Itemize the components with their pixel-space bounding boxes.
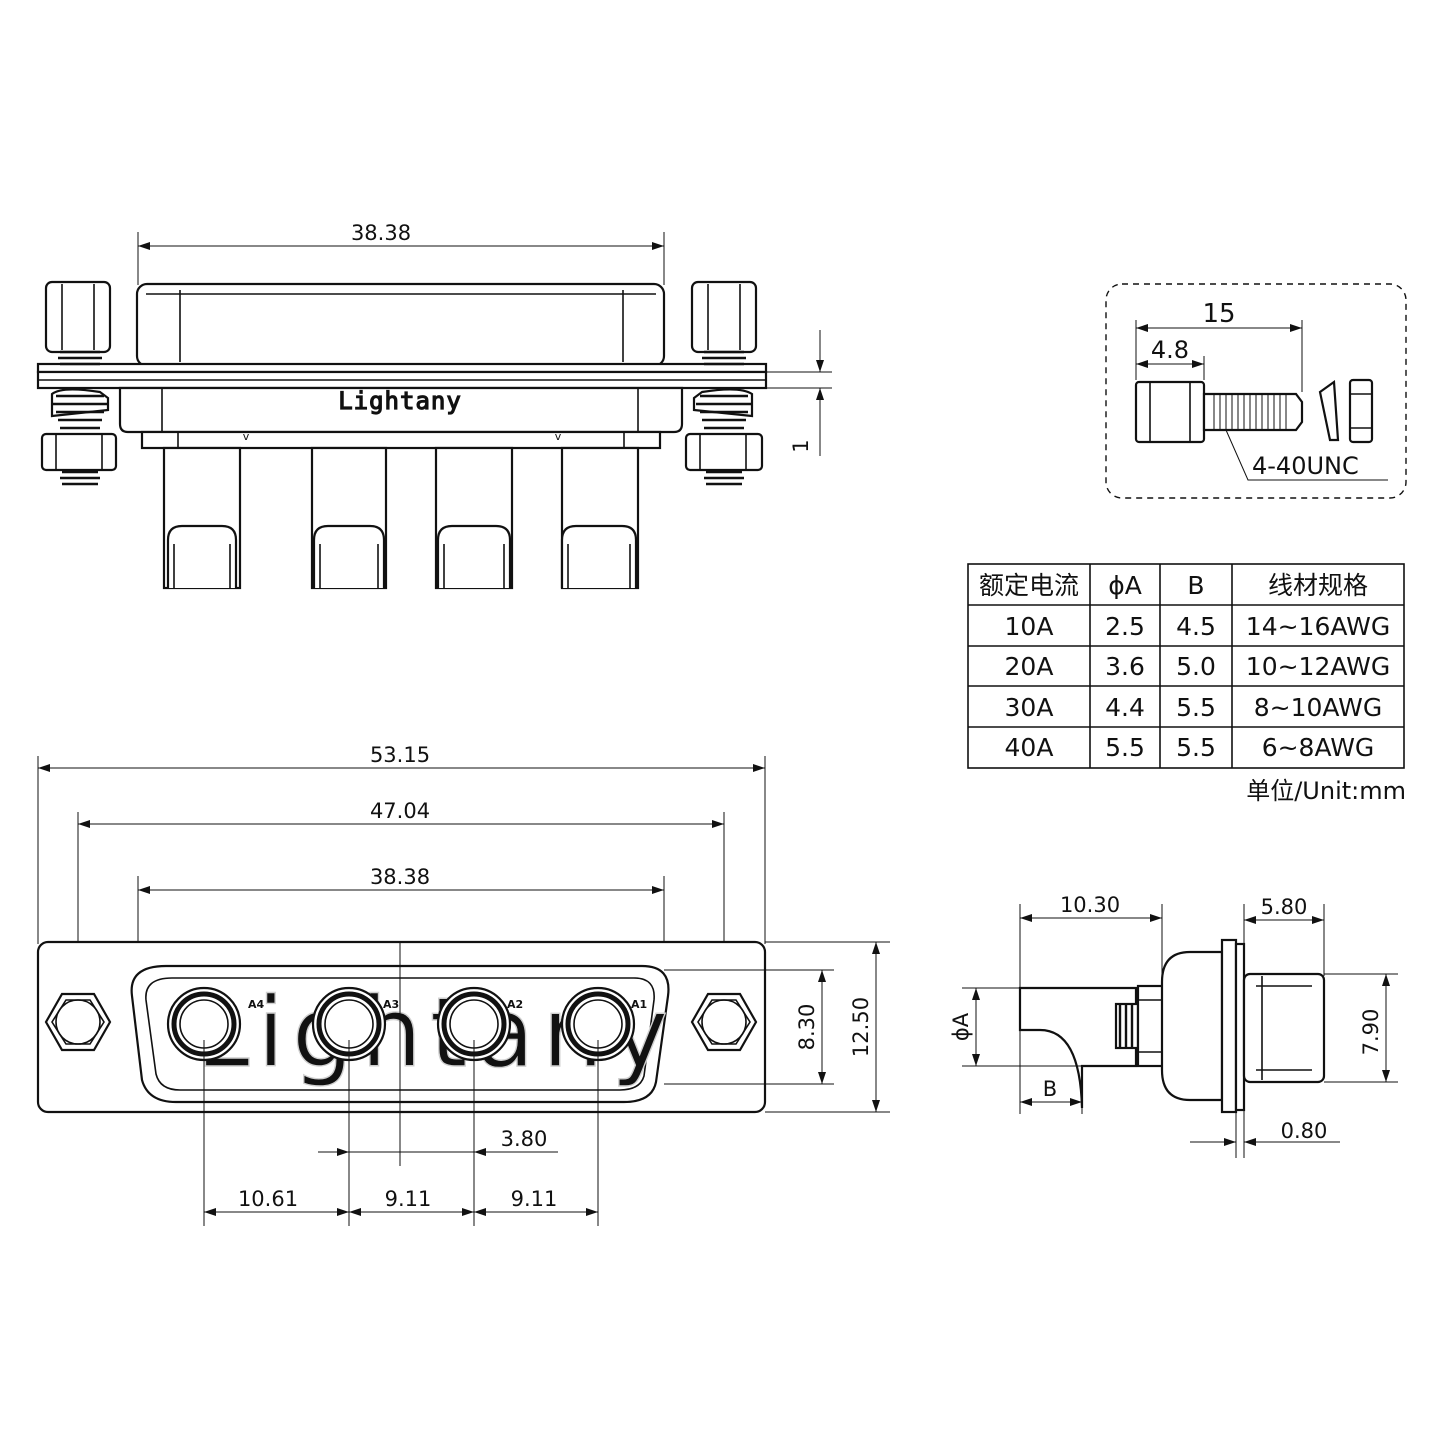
table-header: 额定电流 (979, 571, 1079, 600)
table-cell: 14~16AWG (1246, 612, 1390, 641)
svg-text:v: v (555, 430, 562, 443)
pin-label: A3 (383, 998, 399, 1011)
pitch-dim: 9.11 (385, 1187, 432, 1211)
overall-height-dim: 12.50 (849, 997, 873, 1057)
nut-width-dim: 5.80 (1261, 895, 1308, 919)
table-cell: 4.4 (1105, 693, 1145, 722)
top-contact (162, 446, 242, 590)
diameter-label: ϕA (949, 1012, 973, 1041)
table-cell: 10A (1005, 612, 1054, 641)
right-jackscrew (684, 280, 764, 486)
inner-height-dim: 8.30 (795, 1004, 819, 1051)
nut-height-dim: 7.90 (1359, 1009, 1383, 1056)
pitch-dim: 10.61 (238, 1187, 298, 1211)
contact-length-dim: 10.30 (1060, 893, 1120, 917)
table-cell: 6~8AWG (1262, 733, 1375, 762)
unit-note: 单位/Unit:mm (1246, 777, 1406, 805)
table-cell: 5.0 (1176, 652, 1216, 681)
spec-table: 额定电流 ϕA B 线材规格 10A 2.5 4.5 14~16AWG 20A … (967, 563, 1406, 805)
pitch-dim: 9.11 (511, 1187, 558, 1211)
table-cell: 10~12AWG (1246, 652, 1390, 681)
hole-spacing-dim: 47.04 (370, 799, 430, 823)
table-header: ϕA (1108, 571, 1142, 600)
table-cell: 30A (1005, 693, 1054, 722)
shell-width-dim: 38.38 (370, 865, 430, 889)
top-contact (434, 446, 514, 590)
table-cell: 40A (1005, 733, 1054, 762)
top-view: 38.38 v v Lightany (36, 221, 832, 590)
flange-dim: 0.80 (1281, 1119, 1328, 1143)
screw-detail: 15 4.8 4-40UNC (1105, 283, 1407, 499)
left-mounting-hole (44, 992, 112, 1052)
top-contact (560, 446, 640, 590)
flange-thickness-dim: 1 (789, 439, 813, 452)
thread-callout: 4-40UNC (1252, 452, 1359, 480)
left-jackscrew (40, 280, 118, 486)
b-label: B (1043, 1077, 1057, 1101)
screw-length-dim: 15 (1202, 299, 1235, 329)
pin-label: A2 (507, 998, 523, 1011)
side-view: 10.30 5.80 ϕA B (949, 893, 1398, 1158)
table-cell: 5.5 (1105, 733, 1145, 762)
table-cell: 8~10AWG (1254, 693, 1383, 722)
table-cell: 5.5 (1176, 693, 1216, 722)
offset-dim: 3.80 (501, 1127, 548, 1151)
front-view: 53.15 47.04 38.38 Lightany (36, 743, 890, 1226)
brand-logo: Lightany (338, 387, 462, 415)
table-cell: 3.6 (1105, 652, 1145, 681)
pin-label: A1 (631, 998, 647, 1011)
table-header: 线材规格 (1268, 571, 1368, 600)
svg-text:v: v (243, 430, 250, 443)
screw-head-dim: 4.8 (1151, 336, 1189, 364)
table-header: B (1187, 571, 1204, 600)
table-cell: 4.5 (1176, 612, 1216, 641)
pin-label: A4 (248, 998, 265, 1011)
top-width-dim: 38.38 (351, 221, 411, 245)
table-cell: 5.5 (1176, 733, 1216, 762)
table-cell: 2.5 (1105, 612, 1145, 641)
top-contact (310, 446, 388, 590)
overall-width-dim: 53.15 (370, 743, 430, 767)
right-mounting-hole (690, 992, 758, 1052)
table-cell: 20A (1005, 652, 1054, 681)
